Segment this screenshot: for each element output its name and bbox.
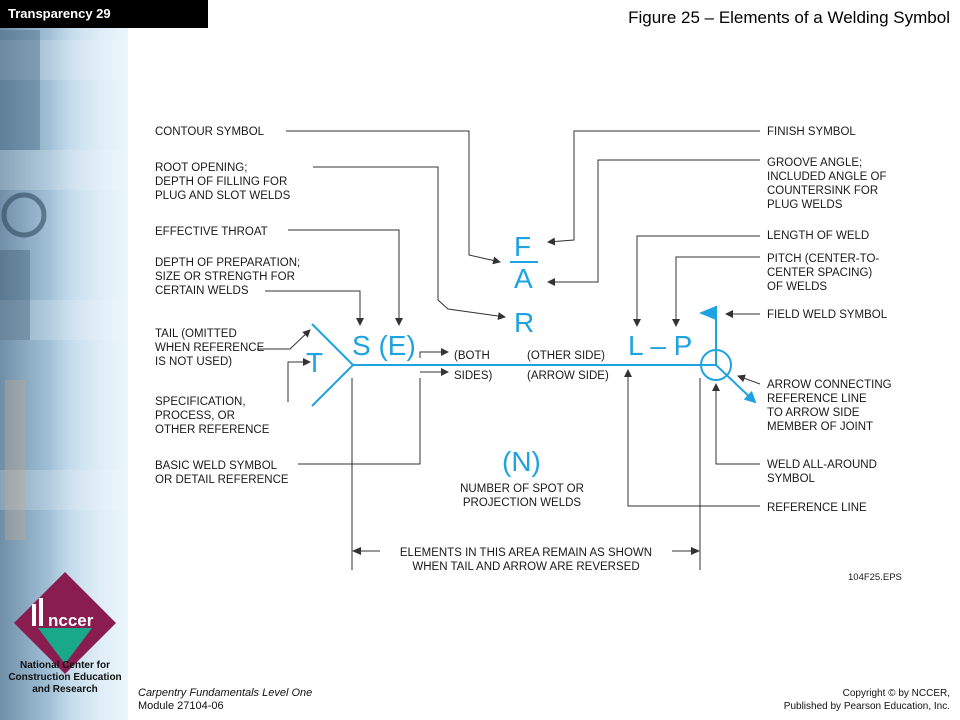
module-number: Module 27104-06 — [138, 700, 224, 712]
label-spec-1: SPECIFICATION, — [155, 396, 246, 408]
copyright-text: Copyright © by NCCER, — [842, 688, 950, 699]
symbol-s-e: S (E) — [352, 330, 416, 361]
label-spec-2: PROCESS, OR — [155, 410, 235, 422]
label-both-1: (BOTH — [454, 350, 490, 362]
label-pitch-1: PITCH (CENTER-TO- — [767, 253, 879, 265]
publisher-text: Published by Pearson Education, Inc. — [783, 701, 950, 712]
page-title: Figure 25 – Elements of a Welding Symbol — [628, 8, 950, 27]
label-length-of-weld: LENGTH OF WELD — [767, 230, 869, 242]
symbol-l-p: L – P — [628, 330, 692, 361]
label-arrow-side: (ARROW SIDE) — [527, 370, 609, 382]
symbol-t: T — [306, 347, 323, 378]
label-n-1: NUMBER OF SPOT OR — [460, 483, 584, 495]
nccer-logo: nccer — [14, 572, 116, 674]
symbol-n: (N) — [502, 446, 541, 477]
transparency-tag: Transparency 29 — [0, 0, 208, 28]
label-effective-throat: EFFECTIVE THROAT — [155, 226, 268, 238]
symbol-a: A — [514, 263, 533, 294]
label-spec-3: OTHER REFERENCE — [155, 424, 270, 436]
label-depth-prep-1: DEPTH OF PREPARATION; — [155, 257, 300, 269]
label-arrow-2: REFERENCE LINE — [767, 393, 867, 405]
label-root-opening-3: PLUG AND SLOT WELDS — [155, 190, 291, 202]
label-pitch-2: CENTER SPACING) — [767, 267, 872, 279]
label-field-weld: FIELD WELD SYMBOL — [767, 309, 888, 321]
label-other-side: (OTHER SIDE) — [527, 350, 605, 362]
label-eps: 104F25.EPS — [848, 572, 902, 583]
label-finish-symbol: FINISH SYMBOL — [767, 126, 856, 138]
label-arrow-3: TO ARROW SIDE — [767, 407, 860, 419]
label-all-around-1: WELD ALL-AROUND — [767, 459, 877, 471]
label-n-2: PROJECTION WELDS — [463, 497, 582, 509]
tail-upper — [311, 323, 354, 366]
logo-text: nccer — [48, 611, 94, 630]
sidebar-background: nccer — [0, 0, 128, 720]
label-groove-4: PLUG WELDS — [767, 199, 843, 211]
label-arrow-4: MEMBER OF JOINT — [767, 421, 873, 433]
sidebar-decoration — [0, 30, 47, 540]
course-title: Carpentry Fundamentals Level One — [138, 687, 313, 699]
label-groove-1: GROOVE ANGLE; — [767, 157, 862, 169]
label-basic-1: BASIC WELD SYMBOL — [155, 460, 278, 472]
label-groove-2: INCLUDED ANGLE OF — [767, 171, 887, 183]
label-root-opening-2: DEPTH OF FILLING FOR — [155, 176, 287, 188]
tail-lower — [311, 364, 354, 407]
label-basic-2: OR DETAIL REFERENCE — [155, 474, 289, 486]
label-depth-prep-3: CERTAIN WELDS — [155, 285, 249, 297]
label-tail-3: IS NOT USED) — [155, 356, 232, 368]
label-all-around-2: SYMBOL — [767, 473, 816, 485]
label-elements-1: ELEMENTS IN THIS AREA REMAIN AS SHOWN — [400, 547, 652, 559]
label-depth-prep-2: SIZE OR STRENGTH FOR — [155, 271, 295, 283]
footer-course: Carpentry Fundamentals Level One Module … — [138, 687, 312, 713]
label-both-2: SIDES) — [454, 370, 493, 382]
label-arrow-1: ARROW CONNECTING — [767, 379, 892, 391]
label-elements-2: WHEN TAIL AND ARROW ARE REVERSED — [412, 561, 639, 573]
label-tail-1: TAIL (OMITTED — [155, 328, 237, 340]
org-name: National Center for Construction Educati… — [8, 660, 122, 695]
symbol-r: R — [514, 307, 534, 338]
label-contour-symbol: CONTOUR SYMBOL — [155, 126, 265, 138]
label-reference-line: REFERENCE LINE — [767, 502, 867, 514]
label-root-opening-1: ROOT OPENING; — [155, 162, 247, 174]
footer-copyright: Copyright © by NCCER, Published by Pears… — [784, 687, 950, 713]
label-tail-2: WHEN REFERENCE — [155, 342, 265, 354]
arrow-leader — [715, 364, 757, 404]
label-groove-3: COUNTERSINK FOR — [767, 185, 878, 197]
symbol-f: F — [514, 231, 531, 262]
field-flag — [699, 306, 716, 320]
label-pitch-3: OF WELDS — [767, 281, 827, 293]
